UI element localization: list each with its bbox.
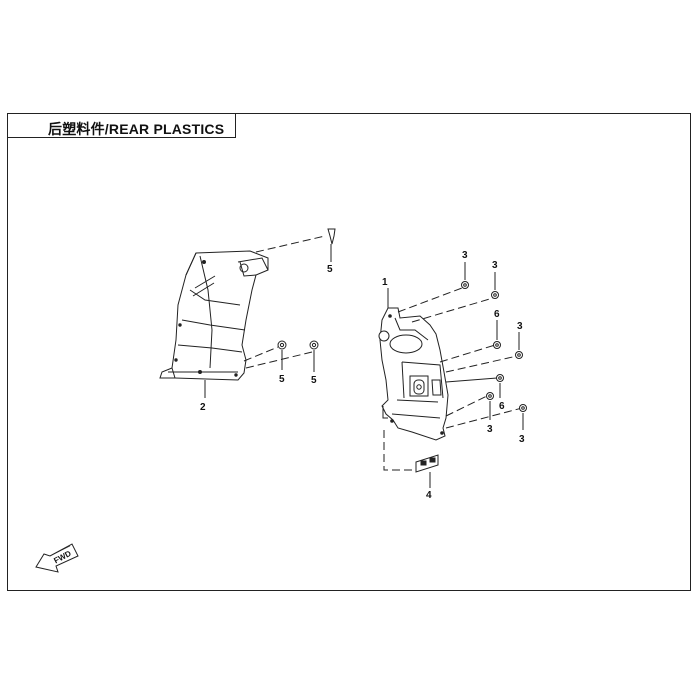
callout-2: 2 [200,402,206,413]
page-title: 后塑料件/REAR PLASTICS [48,121,225,137]
part-2-rear-fender [159,235,326,398]
part-3-6-fasteners [461,262,527,430]
drawing-frame [7,113,691,591]
title-box [7,113,236,138]
callout-5: 5 [279,374,285,385]
callout-6: 6 [499,401,505,412]
part-5-fasteners [277,228,336,372]
callout-3: 3 [462,250,468,261]
callout-5: 5 [311,375,317,386]
callout-5: 5 [327,264,333,275]
callout-1: 1 [382,277,388,288]
part-4-clips [415,454,439,488]
callout-3: 3 [487,424,493,435]
forward-arrow-icon: FWD [35,543,79,573]
callout-4: 4 [426,490,432,501]
part-1-rear-panel [378,287,523,471]
callout-labels: 1 2 3 3 3 3 3 4 5 5 5 6 6 [200,250,525,501]
callout-3: 3 [517,321,523,332]
callout-6: 6 [494,309,500,320]
callout-3: 3 [492,260,498,271]
callout-3: 3 [519,434,525,445]
